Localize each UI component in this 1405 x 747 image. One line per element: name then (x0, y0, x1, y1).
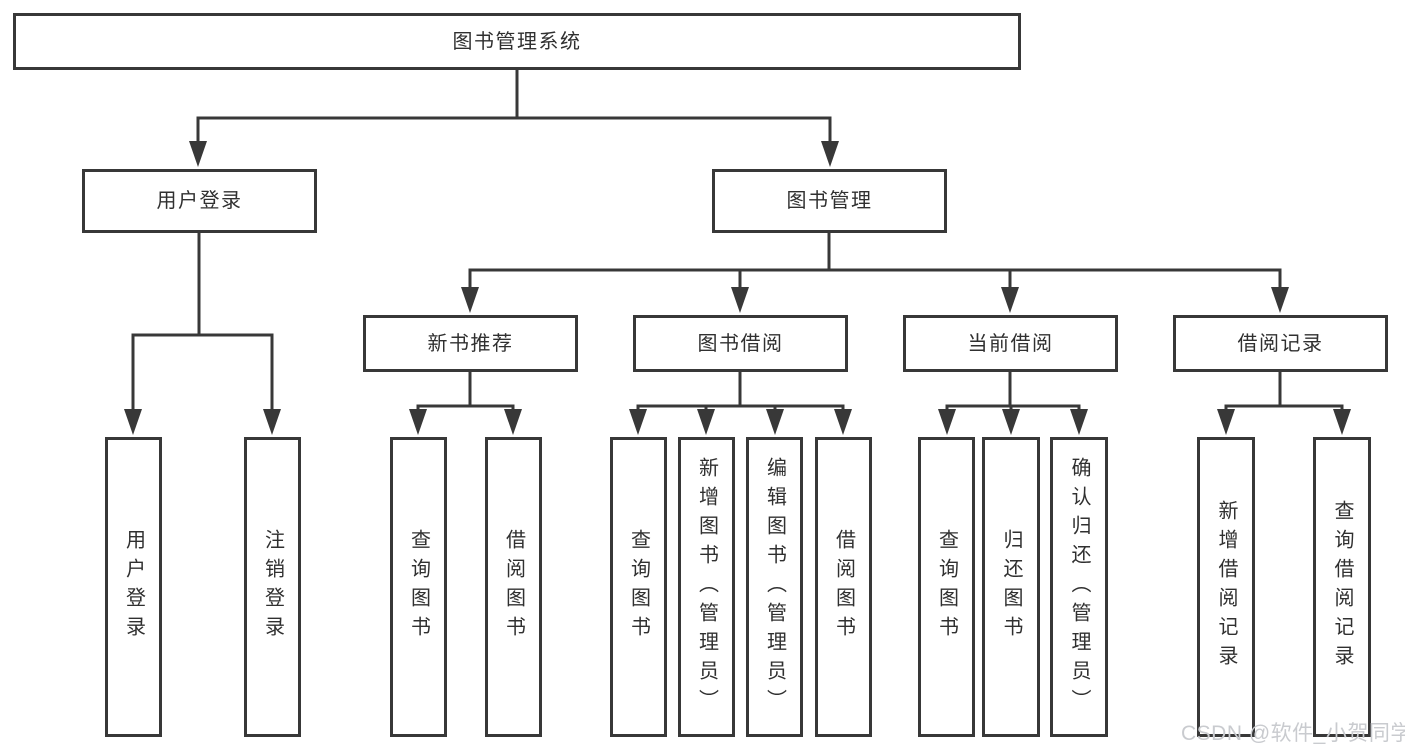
leaf-query-books-borrowing: 查询图书 (610, 437, 667, 737)
node-user-login: 用户登录 (82, 169, 317, 233)
node-borrowing-records: 借阅记录 (1173, 315, 1388, 372)
arrowhead-icon (1002, 409, 1020, 435)
connector-book-borrowing-to-leaves (636, 372, 845, 418)
node-book-management: 图书管理 (712, 169, 947, 233)
leaf-borrow-books-borrowing: 借阅图书 (815, 437, 872, 737)
node-library-system: 图书管理系统 (13, 13, 1021, 70)
leaf-query-books-current: 查询图书 (918, 437, 975, 737)
connector-root-to-level2 (196, 70, 832, 150)
leaf-return-book: 归还图书 (982, 437, 1040, 737)
connector-new-book-recommend-to-leaves (416, 372, 515, 418)
node-new-book-recommend: 新书推荐 (363, 315, 578, 372)
arrowhead-icon (766, 409, 784, 435)
leaf-user-login: 用户登录 (105, 437, 162, 737)
leaf-borrow-books-recommend: 借阅图书 (485, 437, 542, 737)
watermark-csdn: CSDN @软件_小贺同学 (1181, 722, 1405, 745)
arrowhead-icon (697, 409, 715, 435)
arrowhead-icon (1333, 409, 1351, 435)
arrowhead-icon (1001, 287, 1019, 313)
arrowhead-icon (461, 287, 479, 313)
arrowhead-icon (124, 409, 142, 435)
arrowhead-icon (189, 141, 207, 167)
leaf-edit-book-admin: 编辑图书（管理员） (746, 437, 803, 737)
arrowhead-icon (938, 409, 956, 435)
connector-borrowing-records-to-leaves (1224, 372, 1344, 418)
arrowhead-icon (731, 287, 749, 313)
connector-user-login-to-leaves (131, 233, 274, 418)
leaf-query-books-recommend: 查询图书 (390, 437, 447, 737)
arrowhead-icon (1271, 287, 1289, 313)
arrowhead-icon (821, 141, 839, 167)
leaf-confirm-return-admin: 确认归还（管理员） (1050, 437, 1108, 737)
leaf-add-book-admin: 新增图书（管理员） (678, 437, 735, 737)
arrowhead-icon (504, 409, 522, 435)
arrowheads (124, 141, 1351, 435)
leaf-query-borrow-record: 查询借阅记录 (1313, 437, 1371, 737)
arrowhead-icon (629, 409, 647, 435)
node-book-borrowing: 图书借阅 (633, 315, 848, 372)
node-current-borrowing: 当前借阅 (903, 315, 1118, 372)
arrowhead-icon (409, 409, 427, 435)
arrowhead-icon (1070, 409, 1088, 435)
leaf-logout: 注销登录 (244, 437, 301, 737)
connector-book-management-to-level3 (468, 233, 1282, 296)
arrowhead-icon (834, 409, 852, 435)
arrowhead-icon (1217, 409, 1235, 435)
arrowhead-icon (263, 409, 281, 435)
leaf-add-borrow-record: 新增借阅记录 (1197, 437, 1255, 737)
